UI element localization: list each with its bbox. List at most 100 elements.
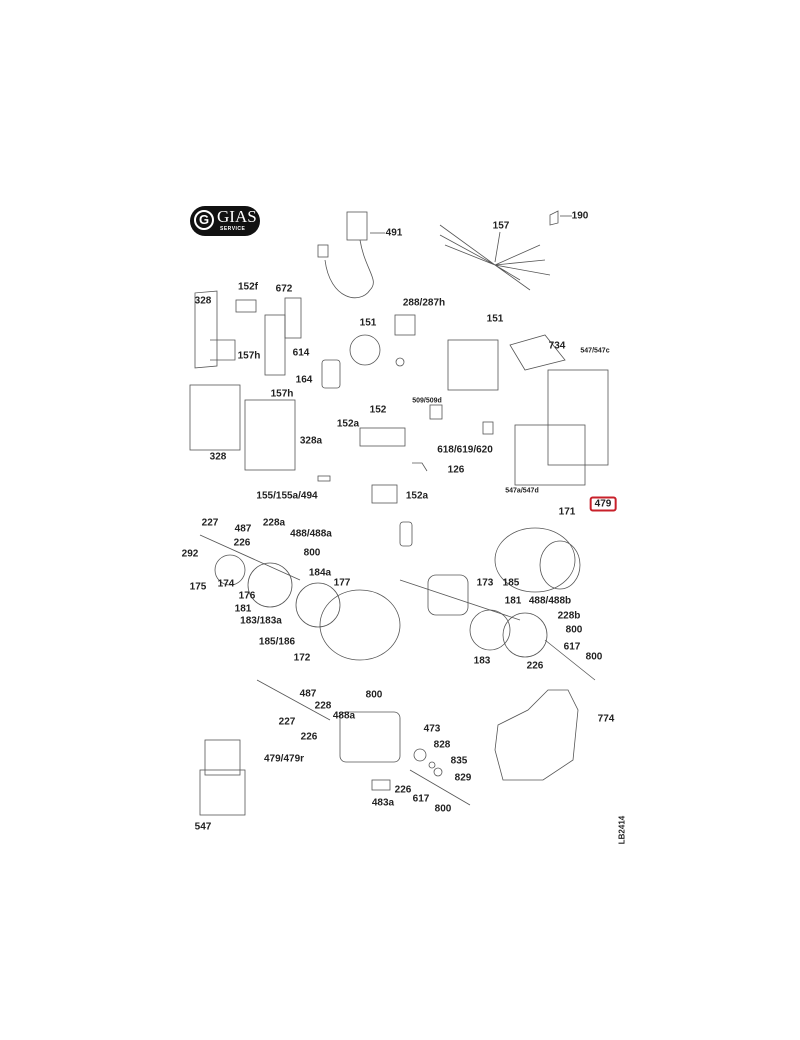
part-171 (494, 527, 576, 593)
part-label: 181 (234, 603, 252, 615)
part-617-rod-b (409, 769, 471, 806)
part-label: 157 (492, 220, 510, 232)
part-157-harness (439, 224, 551, 291)
part-label: 487 (299, 688, 317, 700)
part-483a (371, 779, 391, 791)
part-label: 328 (209, 451, 227, 463)
part-label: 151 (486, 313, 504, 325)
part-label: 828 (433, 739, 451, 751)
part-label: 226 (300, 731, 318, 743)
part-label: 185 (502, 577, 520, 589)
part-509 (429, 404, 443, 420)
part-614 (264, 314, 286, 376)
part-label: 152a (336, 418, 360, 430)
part-label: 226 (233, 537, 251, 549)
part-label: 171 (558, 506, 576, 518)
part-label: 734 (548, 340, 566, 352)
part-774 (494, 689, 579, 781)
part-label: 151 (359, 317, 377, 329)
part-label: 835 (450, 755, 468, 767)
part-label: 617 (563, 641, 581, 653)
part-label: 228a (262, 517, 286, 529)
part-156 (399, 521, 413, 547)
part-label: 157h (237, 350, 261, 362)
part-473 (339, 711, 401, 763)
part-label: 488/488a (290, 528, 332, 540)
part-label: 473 (423, 723, 441, 735)
part-label: 672 (275, 283, 293, 295)
part-190 (549, 210, 559, 226)
part-label: 288/287h (402, 297, 446, 309)
part-label: 614 (292, 347, 310, 359)
gias-service-logo: G GIAS SERVICE (190, 206, 260, 236)
part-label: 226 (526, 660, 544, 672)
part-491 (346, 211, 368, 241)
part-152a (371, 484, 398, 504)
part-label: 800 (303, 547, 321, 559)
part-label: 226 (394, 784, 412, 796)
part-label: 483a (371, 797, 395, 809)
part-672 (284, 297, 302, 339)
part-label: 155/155a/494 (256, 490, 318, 502)
part-479r (204, 739, 241, 776)
part-label: 227 (201, 517, 219, 529)
part-152f (235, 299, 257, 313)
part-152 (359, 427, 406, 447)
part-126 (412, 462, 428, 472)
part-label: 618/619/620 (437, 444, 493, 456)
drawing-code: LB2414 (617, 815, 627, 845)
part-label: 126 (447, 464, 465, 476)
part-547-cover (199, 769, 246, 816)
part-label: 152 (369, 404, 387, 416)
logo-mark: G (194, 210, 214, 230)
part-label: 183/183a (240, 615, 282, 627)
part-label: 829 (454, 772, 472, 784)
logo-sub: SERVICE (220, 226, 246, 232)
part-185 (295, 582, 341, 628)
part-label: 292 (181, 548, 199, 560)
part-label: 227 (278, 716, 296, 728)
part-288 (394, 314, 416, 336)
part-label: 176 (238, 590, 256, 602)
part-547a (514, 424, 586, 486)
part-label: 547a/547d (505, 487, 539, 495)
part-label: 174 (217, 578, 235, 590)
part-155 (317, 475, 331, 482)
part-label: 183 (473, 655, 491, 667)
part-label: 152a (405, 490, 429, 502)
part-label: 152f (237, 281, 259, 293)
part-label: 487 (234, 523, 252, 535)
part-227-rod-b (256, 679, 331, 721)
part-label: 172 (293, 652, 311, 664)
part-328a (244, 399, 296, 471)
part-label: 185/186 (258, 636, 296, 648)
part-label: 184a (308, 567, 332, 579)
part-164 (321, 359, 341, 389)
part-618 (482, 421, 494, 435)
part-328-top (194, 290, 218, 369)
part-547 (547, 369, 609, 466)
part-227-rod (199, 534, 301, 581)
part-label: 190 (571, 210, 589, 222)
part-label: 800 (434, 803, 452, 815)
part-label: 547 (194, 821, 212, 833)
part-label: 509/509d (412, 397, 442, 405)
part-151-selector (349, 334, 381, 366)
part-185b (469, 609, 511, 651)
part-label: 181 (504, 595, 522, 607)
part-label: 328 (194, 295, 212, 307)
part-label: 800 (585, 651, 603, 663)
part-label: 173 (476, 577, 494, 589)
part-label: 175 (189, 581, 207, 593)
part-label: 328a (299, 435, 323, 447)
highlighted-part-label[interactable]: 479 (589, 496, 617, 512)
part-172 (319, 589, 401, 661)
part-label: 228 (314, 700, 332, 712)
part-328-bottom (189, 384, 241, 451)
part-label: 617 (412, 793, 430, 805)
logo-brand: GIAS (217, 207, 257, 226)
part-181 (247, 562, 293, 608)
part-label: 488/488b (528, 595, 572, 607)
